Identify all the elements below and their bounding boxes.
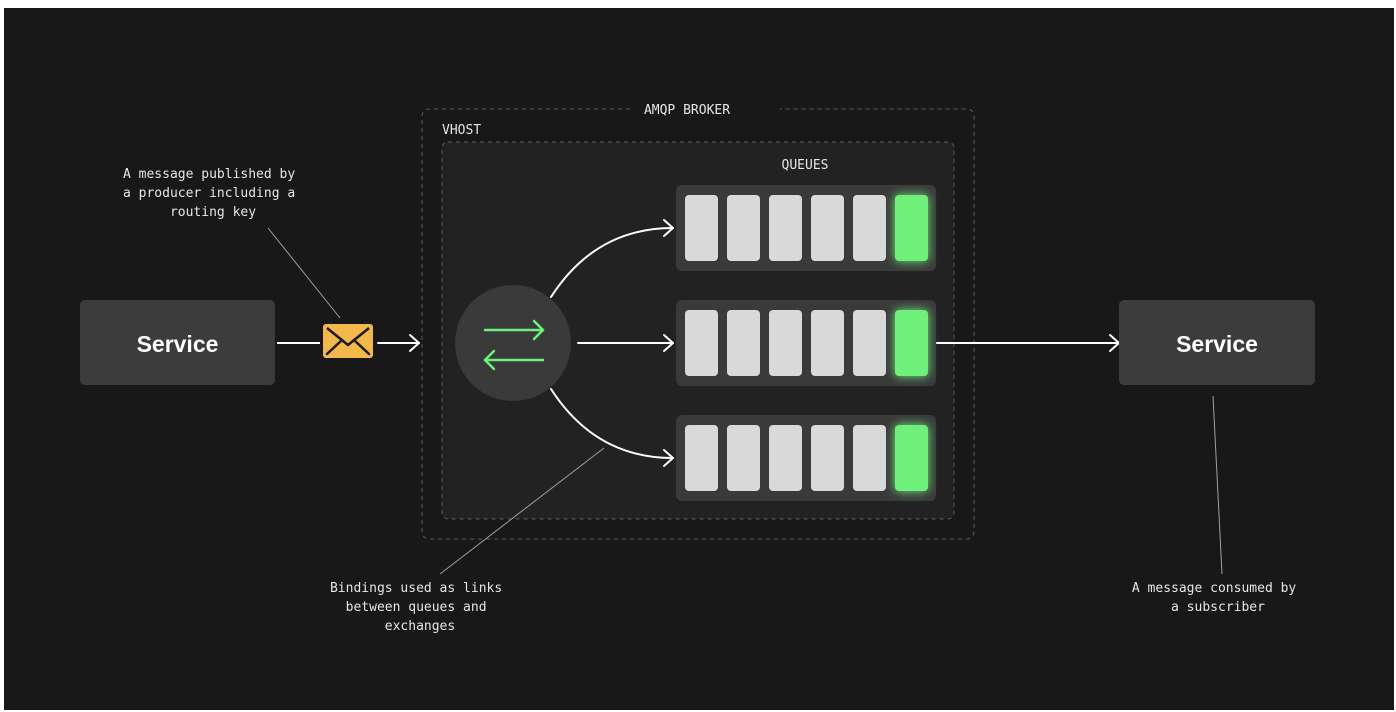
exchange-node xyxy=(455,285,571,401)
publish-callout-line xyxy=(267,227,341,319)
producer-service-box[interactable] xyxy=(80,300,275,385)
broker-boundary xyxy=(421,108,975,540)
consume-callout-line xyxy=(1212,395,1223,575)
swap-arrows-icon xyxy=(483,319,545,371)
queue-message-active xyxy=(895,195,928,261)
binding-callout-line xyxy=(439,447,605,575)
queue-message xyxy=(727,425,760,491)
broker-label: AMQP BROKER xyxy=(644,103,730,118)
producer-service-label: Service xyxy=(137,331,219,357)
publish-note-line: a producer including a xyxy=(123,186,295,201)
vhost-label: VHOST xyxy=(442,123,481,138)
consume-note: A message consumed by a subscriber xyxy=(1132,581,1304,615)
queue-message xyxy=(853,425,886,491)
binding-arrow-bottom xyxy=(550,388,674,459)
binding-arrows xyxy=(550,219,674,467)
queue-message xyxy=(769,310,802,376)
publish-arrow xyxy=(377,334,420,352)
consume-note-line: A message consumed by xyxy=(1132,581,1297,596)
consume-note-line: a subscriber xyxy=(1171,600,1265,615)
queues-label: QUEUES xyxy=(782,158,829,173)
queue-message xyxy=(853,195,886,261)
queue-message xyxy=(685,425,718,491)
queue-message xyxy=(727,310,760,376)
queue-message xyxy=(853,310,886,376)
publish-note-line: A message published by xyxy=(123,167,295,182)
queue-message xyxy=(811,310,844,376)
envelope-icon xyxy=(323,324,373,358)
queue-message xyxy=(685,195,718,261)
binding-note-line: exchanges xyxy=(385,619,455,634)
queue-message-active xyxy=(895,310,928,376)
consumer-service-box[interactable] xyxy=(1119,300,1315,385)
queue-message xyxy=(727,195,760,261)
publish-note: A message published by a producer includ… xyxy=(123,167,303,220)
queue-message-active xyxy=(895,425,928,491)
callout-lines xyxy=(267,227,1223,575)
queue-message xyxy=(685,310,718,376)
consumer-service-label: Service xyxy=(1176,331,1258,357)
binding-note-line: Bindings used as links xyxy=(330,581,502,596)
queue-message xyxy=(811,195,844,261)
queues xyxy=(676,185,936,501)
binding-note: Bindings used as links between queues an… xyxy=(330,581,510,634)
publish-note-line: routing key xyxy=(170,205,256,220)
queue-message xyxy=(811,425,844,491)
consume-arrow xyxy=(936,334,1120,352)
binding-note-line: between queues and xyxy=(346,600,487,615)
queue-message xyxy=(769,425,802,491)
queue-message xyxy=(769,195,802,261)
binding-arrow-top xyxy=(550,227,674,298)
